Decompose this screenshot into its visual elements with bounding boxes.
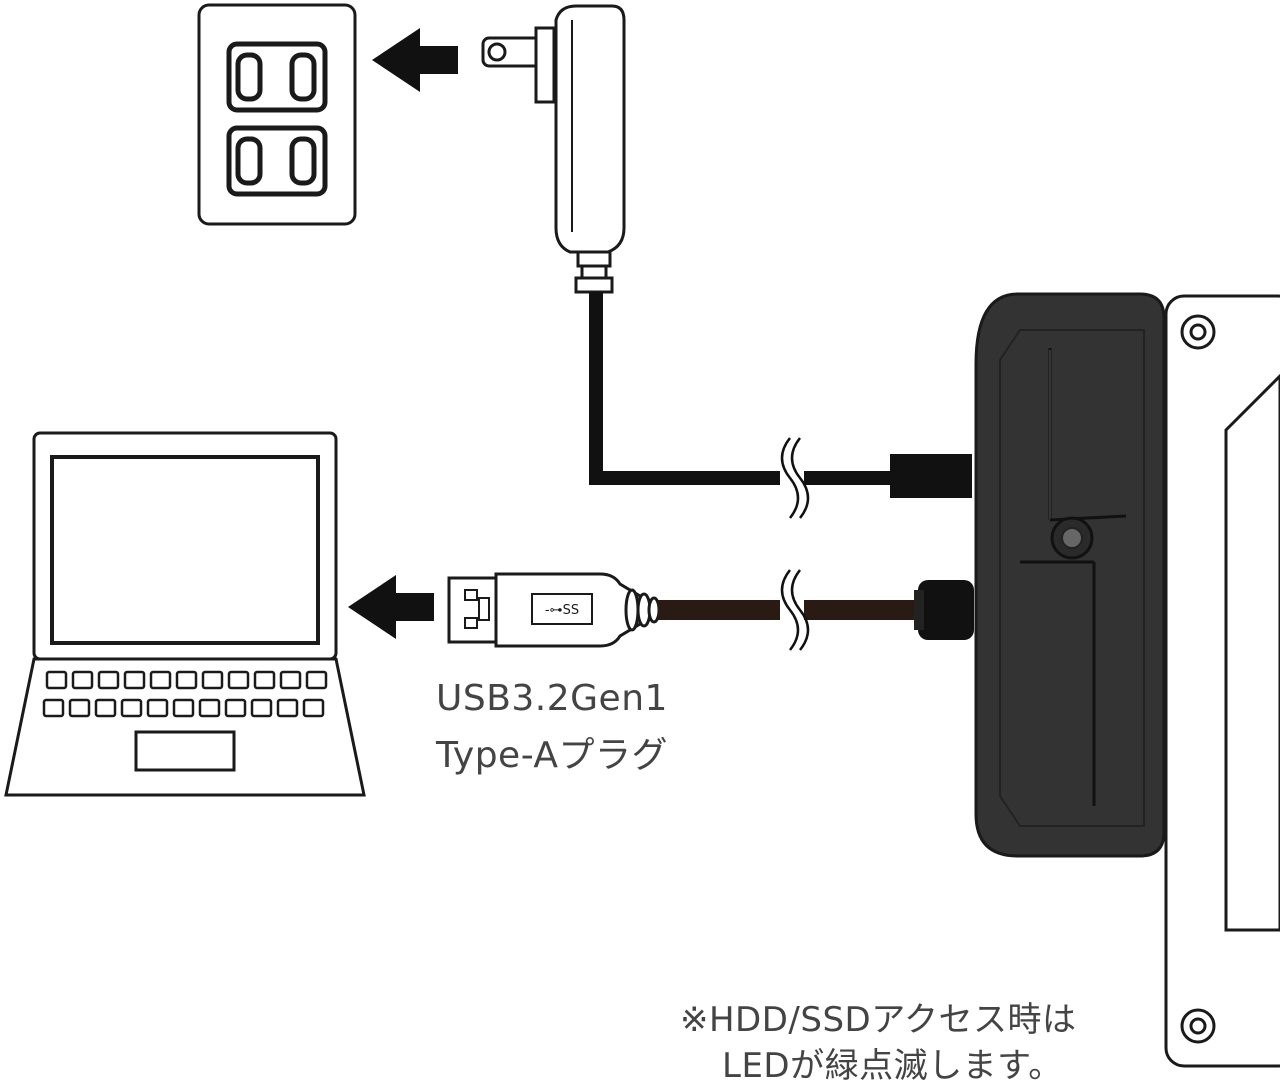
arrow-left-icon bbox=[348, 575, 434, 639]
keyboard-key bbox=[175, 670, 198, 690]
drive-dock-icon bbox=[974, 292, 1166, 858]
keyboard-key bbox=[172, 698, 195, 718]
laptop-keyboard bbox=[42, 670, 328, 718]
keyboard-key bbox=[146, 698, 169, 718]
keyboard-key bbox=[71, 670, 94, 690]
ac-adapter-icon bbox=[481, 4, 626, 294]
keyboard-key bbox=[123, 670, 146, 690]
keyboard-key bbox=[149, 670, 172, 690]
keyboard-key bbox=[279, 670, 302, 690]
keyboard-key bbox=[224, 698, 247, 718]
laptop-icon bbox=[4, 431, 366, 797]
arrow-left-icon bbox=[372, 28, 458, 92]
keyboard-key bbox=[94, 698, 117, 718]
keyboard-key bbox=[120, 698, 143, 718]
keyboard-key bbox=[42, 698, 65, 718]
usb-cable bbox=[658, 569, 974, 651]
led-note-line1: ※HDD/SSDアクセス時は bbox=[680, 1000, 1077, 1040]
keyboard-key bbox=[250, 698, 273, 718]
keyboard-key bbox=[68, 698, 91, 718]
keyboard-key bbox=[45, 670, 68, 690]
keyboard-key bbox=[227, 670, 250, 690]
wall-outlet-icon bbox=[197, 3, 357, 226]
usb-plug-label-line1: USB3.2Gen1 bbox=[436, 678, 668, 719]
usb-logo: -⊶SS bbox=[545, 603, 579, 618]
keyboard-key bbox=[253, 670, 276, 690]
hard-drive-icon bbox=[1164, 294, 1280, 1068]
keyboard-key bbox=[97, 670, 120, 690]
keyboard-key bbox=[198, 698, 221, 718]
usb-a-plug-icon: -⊶SS bbox=[447, 572, 661, 648]
power-cable bbox=[589, 292, 972, 519]
keyboard-key bbox=[276, 698, 299, 718]
usb-plug-label-line2: Type-Aプラグ bbox=[436, 735, 669, 776]
led-note-line2: LEDが緑点滅します。 bbox=[722, 1046, 1063, 1086]
keyboard-key bbox=[305, 670, 328, 690]
keyboard-key bbox=[201, 670, 224, 690]
keyboard-key bbox=[302, 698, 325, 718]
